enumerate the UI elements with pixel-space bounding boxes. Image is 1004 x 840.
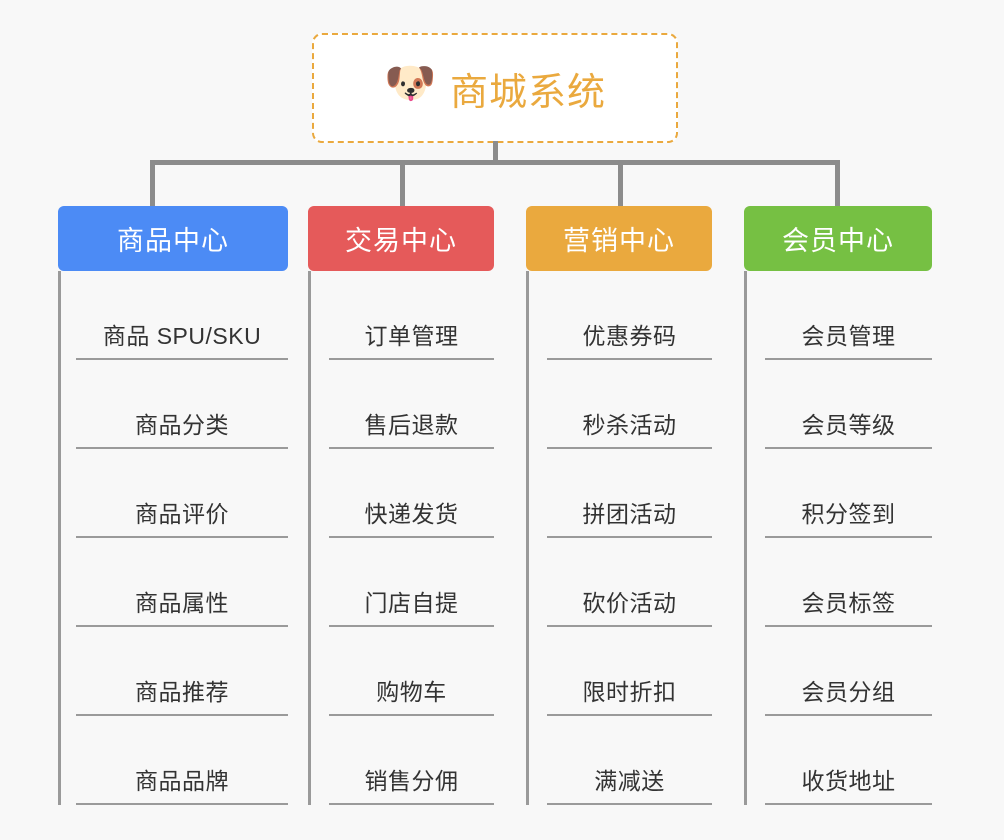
leaf-label: 商品品牌 bbox=[135, 768, 229, 794]
leaf-item[interactable]: 会员等级 bbox=[765, 360, 932, 449]
leaf-list-member-center: 会员管理 会员等级 积分签到 会员标签 会员分组 收货地址 bbox=[744, 271, 932, 805]
leaf-item[interactable]: 优惠券码 bbox=[547, 271, 712, 360]
leaf-list-trade-center: 订单管理 售后退款 快递发货 门店自提 购物车 销售分佣 bbox=[308, 271, 494, 805]
branch-header-member-center[interactable]: 会员中心 bbox=[744, 206, 932, 271]
connector-drop-2 bbox=[400, 160, 405, 206]
leaf-list-marketing-center: 优惠券码 秒杀活动 拼团活动 砍价活动 限时折扣 满减送 bbox=[526, 271, 712, 805]
branch-trade-center: 交易中心 订单管理 售后退款 快递发货 门店自提 购物车 销售分佣 bbox=[308, 206, 494, 805]
leaf-label: 门店自提 bbox=[364, 590, 459, 616]
leaf-item[interactable]: 会员标签 bbox=[765, 538, 932, 627]
leaf-label: 商品评价 bbox=[135, 501, 229, 527]
connector-horizontal-bus bbox=[150, 160, 840, 165]
leaf-item[interactable]: 商品品牌 bbox=[76, 716, 288, 805]
leaf-label: 售后退款 bbox=[364, 412, 459, 438]
leaf-label: 会员标签 bbox=[801, 590, 896, 616]
leaf-item[interactable]: 秒杀活动 bbox=[547, 360, 712, 449]
leaf-label: 积分签到 bbox=[801, 501, 896, 527]
connector-drop-3 bbox=[618, 160, 623, 206]
leaf-item[interactable]: 满减送 bbox=[547, 716, 712, 805]
branch-label: 交易中心 bbox=[345, 226, 457, 256]
leaf-item[interactable]: 订单管理 bbox=[329, 271, 494, 360]
leaf-item[interactable]: 拼团活动 bbox=[547, 449, 712, 538]
leaf-item[interactable]: 售后退款 bbox=[329, 360, 494, 449]
leaf-label: 优惠券码 bbox=[582, 323, 677, 349]
branch-label: 营销中心 bbox=[563, 226, 675, 256]
shiba-dog-icon: 🐶 bbox=[383, 59, 437, 106]
leaf-item[interactable]: 砍价活动 bbox=[547, 538, 712, 627]
leaf-item[interactable]: 商品分类 bbox=[76, 360, 288, 449]
root-node[interactable]: 🐶 商城系统 bbox=[312, 33, 678, 143]
connector-drop-4 bbox=[835, 160, 840, 206]
branch-label: 会员中心 bbox=[782, 226, 894, 256]
branch-label: 商品中心 bbox=[117, 226, 229, 256]
branch-member-center: 会员中心 会员管理 会员等级 积分签到 会员标签 会员分组 收货地址 bbox=[744, 206, 932, 805]
leaf-label: 砍价活动 bbox=[582, 590, 677, 616]
branch-product-center: 商品中心 商品 SPU/SKU 商品分类 商品评价 商品属性 商品推荐 商品品牌 bbox=[58, 206, 288, 805]
leaf-item[interactable]: 商品 SPU/SKU bbox=[76, 271, 288, 360]
leaf-item[interactable]: 积分签到 bbox=[765, 449, 932, 538]
leaf-item[interactable]: 购物车 bbox=[329, 627, 494, 716]
leaf-label: 快递发货 bbox=[364, 501, 459, 527]
leaf-label: 会员管理 bbox=[801, 323, 896, 349]
leaf-list-product-center: 商品 SPU/SKU 商品分类 商品评价 商品属性 商品推荐 商品品牌 bbox=[58, 271, 288, 805]
leaf-label: 购物车 bbox=[376, 679, 447, 705]
root-title: 商城系统 bbox=[449, 71, 606, 114]
leaf-item[interactable]: 商品评价 bbox=[76, 449, 288, 538]
connector-drop-1 bbox=[150, 160, 155, 206]
leaf-label: 商品推荐 bbox=[135, 679, 229, 705]
leaf-item[interactable]: 门店自提 bbox=[329, 538, 494, 627]
leaf-item[interactable]: 销售分佣 bbox=[329, 716, 494, 805]
leaf-label: 秒杀活动 bbox=[582, 412, 677, 438]
leaf-label: 商品属性 bbox=[135, 590, 229, 616]
leaf-label: 商品 SPU/SKU bbox=[102, 323, 262, 349]
leaf-label: 限时折扣 bbox=[582, 679, 677, 705]
leaf-item[interactable]: 限时折扣 bbox=[547, 627, 712, 716]
leaf-label: 会员等级 bbox=[801, 412, 896, 438]
branch-marketing-center: 营销中心 优惠券码 秒杀活动 拼团活动 砍价活动 限时折扣 满减送 bbox=[526, 206, 712, 805]
leaf-item[interactable]: 商品推荐 bbox=[76, 627, 288, 716]
leaf-label: 满减送 bbox=[594, 768, 665, 794]
leaf-item[interactable]: 会员分组 bbox=[765, 627, 932, 716]
leaf-label: 订单管理 bbox=[364, 323, 459, 349]
leaf-item[interactable]: 收货地址 bbox=[765, 716, 932, 805]
leaf-label: 商品分类 bbox=[135, 412, 229, 438]
leaf-item[interactable]: 会员管理 bbox=[765, 271, 932, 360]
leaf-label: 会员分组 bbox=[801, 679, 896, 705]
leaf-label: 拼团活动 bbox=[582, 501, 677, 527]
leaf-item[interactable]: 快递发货 bbox=[329, 449, 494, 538]
branch-header-product-center[interactable]: 商品中心 bbox=[58, 206, 288, 271]
connector-root-stem bbox=[493, 141, 498, 165]
branch-header-marketing-center[interactable]: 营销中心 bbox=[526, 206, 712, 271]
leaf-label: 收货地址 bbox=[801, 768, 896, 794]
leaf-label: 销售分佣 bbox=[364, 768, 459, 794]
branch-header-trade-center[interactable]: 交易中心 bbox=[308, 206, 494, 271]
leaf-item[interactable]: 商品属性 bbox=[76, 538, 288, 627]
